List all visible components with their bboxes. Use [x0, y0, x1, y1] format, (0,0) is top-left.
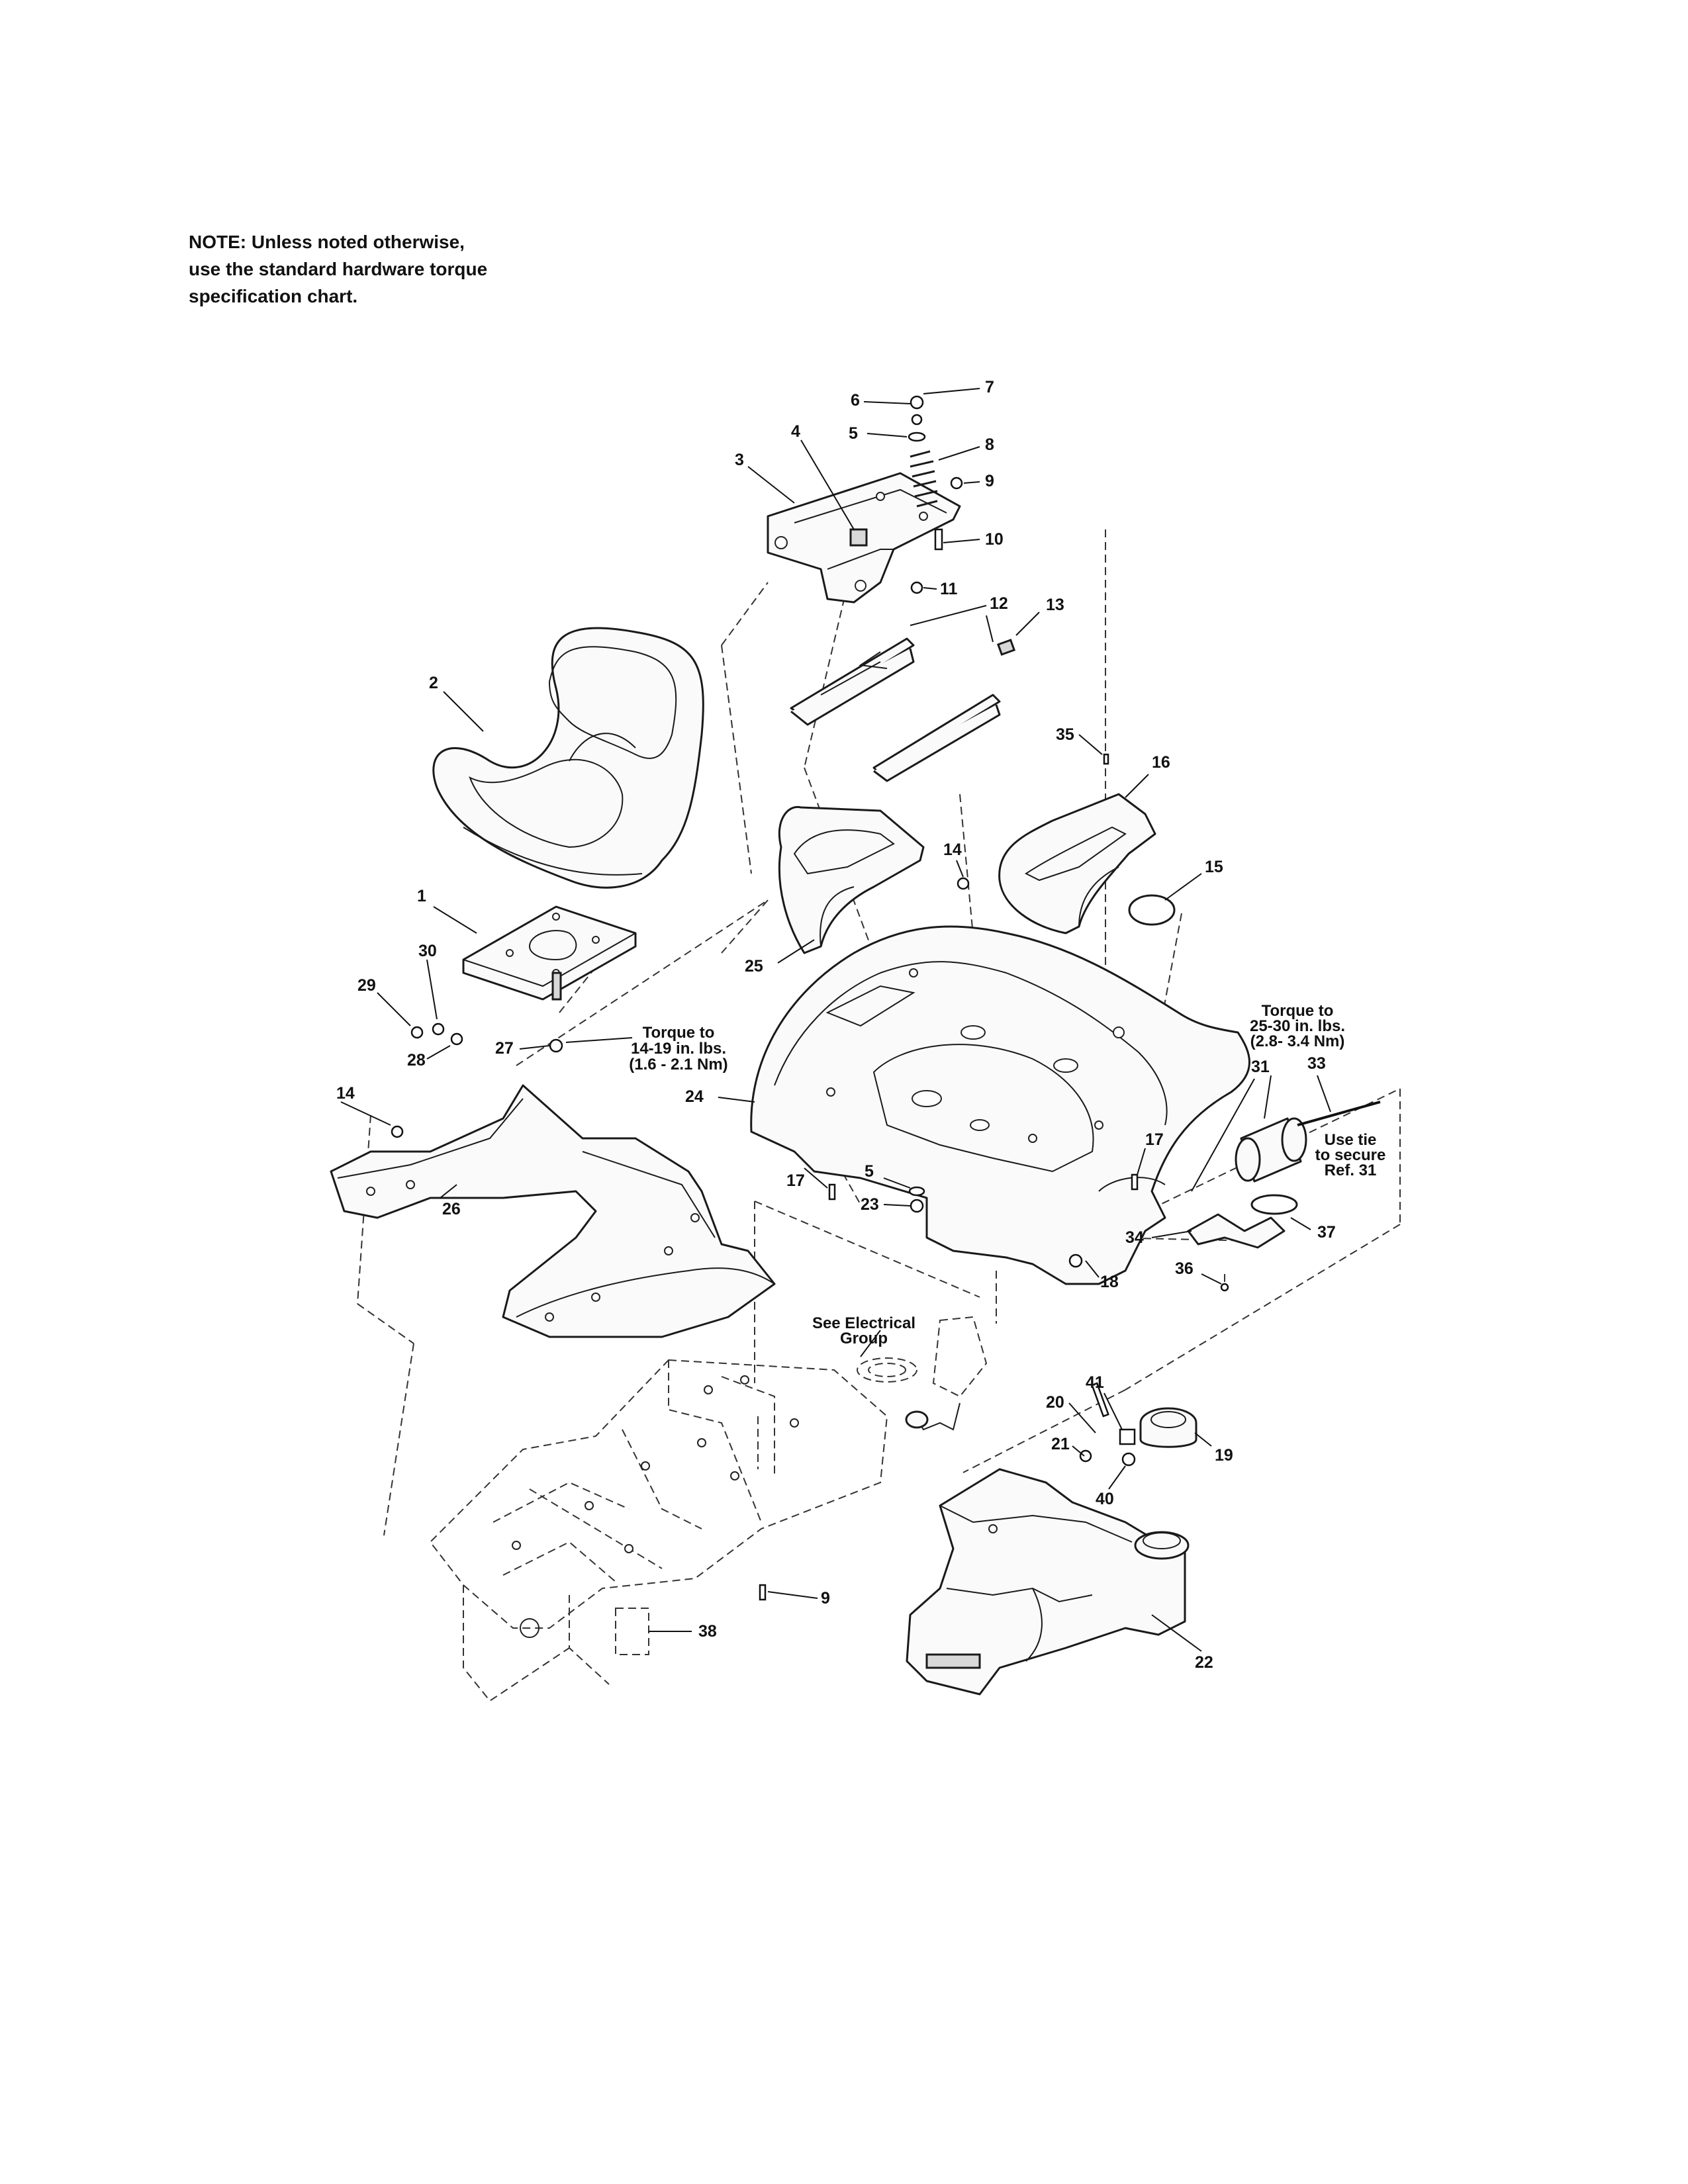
callout-10: 10: [985, 530, 1004, 549]
use-tie-line-1: Use tie: [1325, 1131, 1377, 1149]
callout-5b: 5: [865, 1162, 874, 1181]
fuel-filter-part-31: [1235, 1117, 1307, 1183]
callout-11: 11: [940, 580, 958, 598]
torque-annotation-seat: Torque to 14-19 in. lbs. (1.6 - 2.1 Nm): [629, 1024, 727, 1073]
seat-plate-part-1: [462, 905, 637, 1001]
callout-31: 31: [1251, 1058, 1270, 1076]
footrest-pan-part-26: [330, 1084, 776, 1338]
electrical-line-1: See Electrical: [812, 1314, 915, 1332]
callout-leader-lines: [340, 388, 1331, 1652]
callout-2: 2: [429, 674, 438, 692]
callout-34: 34: [1125, 1228, 1144, 1247]
callout-26: 26: [442, 1200, 461, 1218]
callout-24: 24: [685, 1087, 704, 1106]
callout-7: 7: [985, 378, 994, 396]
callout-36: 36: [1175, 1259, 1194, 1278]
torque-seat-line-3: (1.6 - 2.1 Nm): [629, 1056, 727, 1073]
decal-part-38: [615, 1608, 649, 1655]
spring-part-8: [910, 450, 938, 508]
electrical-group-annotation: See Electrical Group: [812, 1314, 915, 1347]
note-line-3: specification chart.: [189, 286, 358, 306]
use-tie-annotation: Use tie to secure Ref. 31: [1315, 1131, 1386, 1179]
callout-17a: 17: [786, 1171, 805, 1190]
right-armrest-part-16: [998, 793, 1156, 934]
torque-fender-line-1: Torque to: [1262, 1002, 1334, 1020]
callout-14a: 14: [943, 841, 962, 859]
callout-21: 21: [1051, 1435, 1070, 1453]
torque-seat-line-1: Torque to: [643, 1024, 715, 1042]
callout-40: 40: [1096, 1490, 1114, 1508]
torque-annotation-fender: Torque to 25-30 in. lbs. (2.8- 3.4 Nm): [1250, 1002, 1345, 1050]
callout-13: 13: [1046, 596, 1064, 614]
callout-9a: 9: [985, 472, 994, 490]
electrical-line-2: Group: [840, 1330, 888, 1347]
callout-16: 16: [1152, 753, 1170, 772]
callout-4: 4: [791, 422, 800, 441]
callout-6: 6: [851, 391, 860, 410]
callout-27: 27: [495, 1039, 514, 1058]
callout-labels: 1 2 3 4 5 5 6 7 8 9 9 10 11 12 13 14 14 …: [336, 378, 1336, 1672]
hardware-fasteners: [391, 395, 1229, 1601]
use-tie-line-3: Ref. 31: [1325, 1161, 1377, 1179]
callout-5a: 5: [849, 424, 858, 443]
chassis-frame-reference: [429, 1359, 888, 1702]
filter-clamp-part-37: [1250, 1194, 1298, 1215]
seat-part-2: [432, 627, 704, 889]
callout-1: 1: [417, 887, 426, 905]
left-armrest-part-25: [778, 805, 925, 954]
callout-28: 28: [407, 1051, 426, 1069]
callout-38: 38: [698, 1622, 717, 1641]
callout-14b: 14: [336, 1084, 355, 1103]
callout-33: 33: [1307, 1054, 1326, 1073]
callout-25: 25: [745, 957, 763, 976]
use-tie-line-2: to secure: [1315, 1146, 1386, 1164]
fuel-cap-part-19: [1139, 1407, 1197, 1448]
cable-tie-part-33: [1297, 1101, 1381, 1126]
seat-pan-bracket-part-3: [767, 472, 961, 604]
callout-19: 19: [1215, 1446, 1233, 1465]
callout-37: 37: [1317, 1223, 1336, 1242]
note-line-2: use the standard hardware torque: [189, 259, 488, 279]
hardware-torque-note: NOTE: Unless noted otherwise, use the st…: [189, 228, 559, 310]
torque-fender-line-3: (2.8- 3.4 Nm): [1250, 1032, 1345, 1050]
callout-3: 3: [735, 451, 744, 469]
callout-9b: 9: [821, 1589, 830, 1608]
fuel-tank-part-22: [906, 1468, 1190, 1696]
callout-23: 23: [861, 1195, 879, 1214]
callout-12: 12: [990, 594, 1008, 613]
note-line-1: NOTE: Unless noted otherwise,: [189, 232, 465, 252]
callout-30: 30: [418, 942, 437, 960]
callout-29: 29: [357, 976, 376, 995]
callout-18: 18: [1100, 1273, 1119, 1291]
callout-41: 41: [1086, 1373, 1104, 1392]
callout-22: 22: [1195, 1653, 1213, 1672]
callout-20: 20: [1046, 1393, 1064, 1412]
callout-8: 8: [985, 435, 994, 454]
electrical-reference-parts: [857, 1316, 988, 1431]
callout-35: 35: [1056, 725, 1074, 744]
callout-17b: 17: [1145, 1130, 1164, 1149]
gasket-part-15: [1128, 894, 1176, 926]
filter-bracket-part-34: [1187, 1213, 1286, 1249]
seat-rail-part-12: [790, 637, 1016, 782]
torque-seat-line-2: 14-19 in. lbs.: [631, 1040, 726, 1058]
fender-part-24: [750, 925, 1250, 1285]
callout-15: 15: [1205, 858, 1223, 876]
torque-fender-line-2: 25-30 in. lbs.: [1250, 1017, 1345, 1035]
